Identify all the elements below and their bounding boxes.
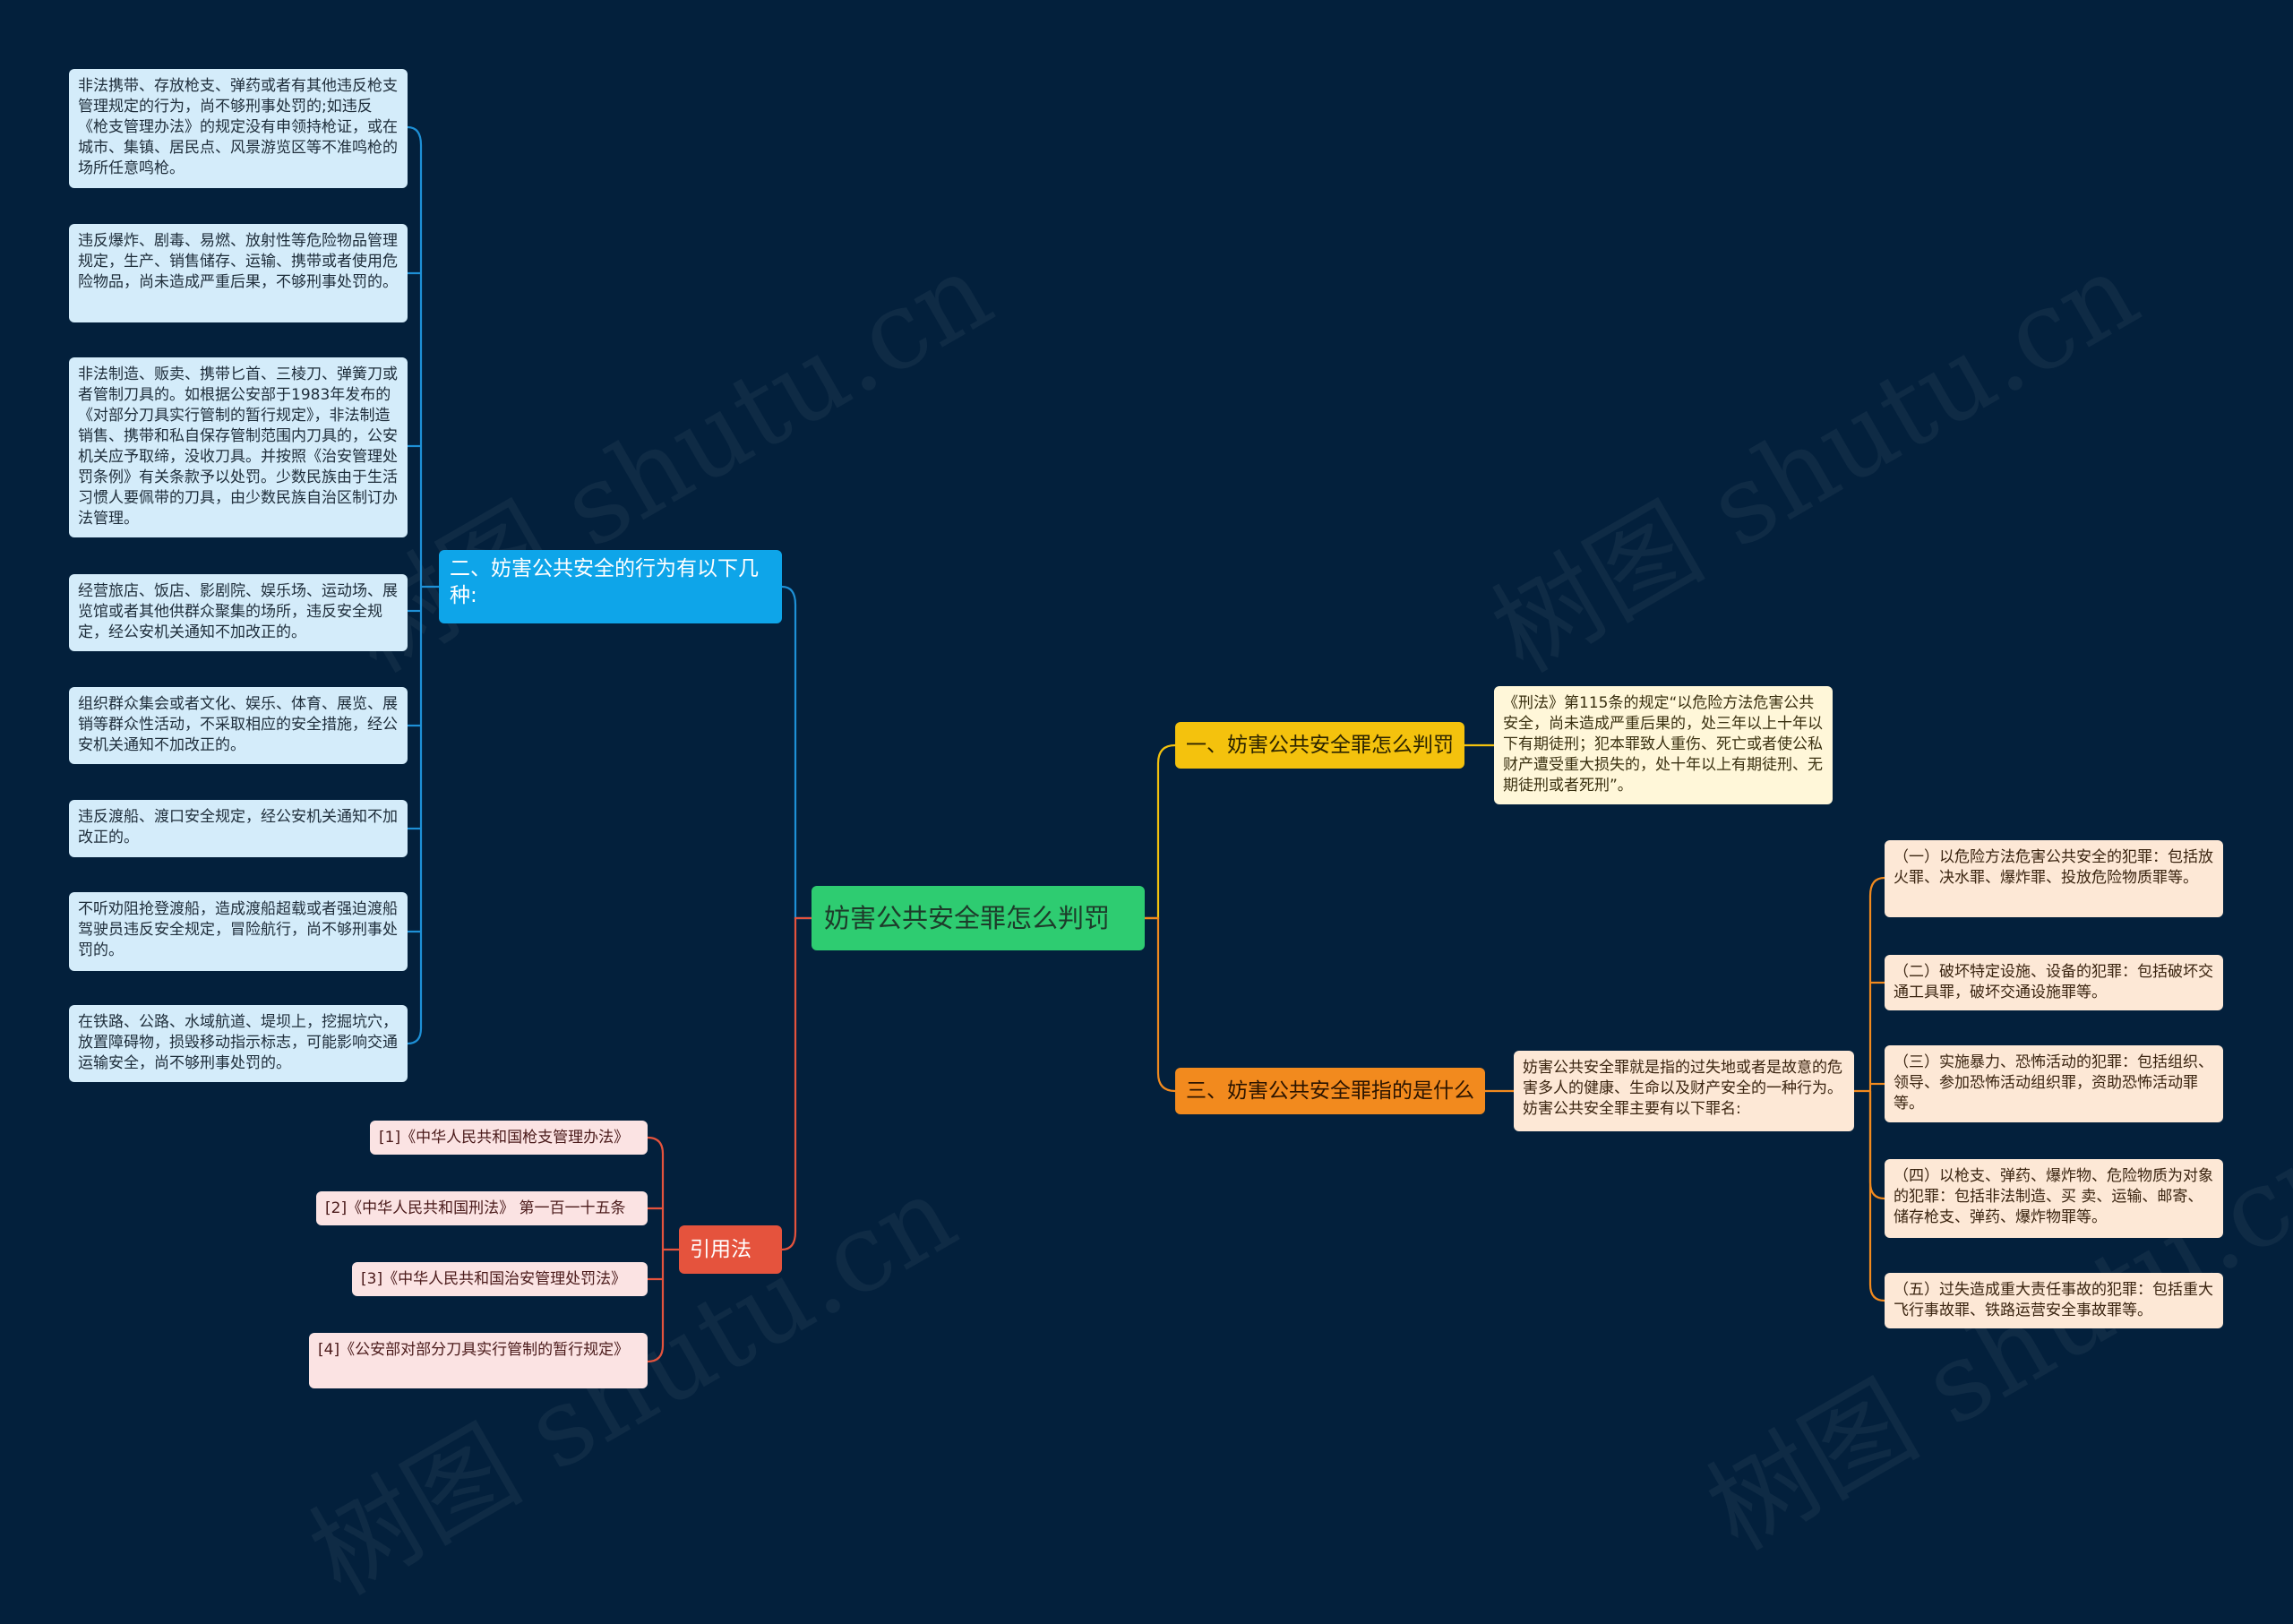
link-root-right1 [1145,743,1176,920]
leaf-crime-category-2[interactable]: （二）破坏特定设施、设备的犯罪：包括破坏交通工具罪，破坏交通设施罪等。 [1885,955,2223,1010]
leaf-penalty-text[interactable]: 《刑法》第115条的规定“以危险方法危害公共安全，尚未造成严重后果的，处三年以上… [1494,686,1833,804]
link-root-refs [781,916,812,1251]
leaf-behavior-7[interactable]: 不听劝阻抢登渡船，造成渡船超载或者强迫渡船驾驶员违反安全规定，冒险航行，尚不够刑… [69,892,408,971]
leaf-definition-summary[interactable]: 妨害公共安全罪就是指的过失地或者是故意的危害多人的健康、生命以及财产安全的一种行… [1514,1051,1854,1131]
leaf-behavior-8[interactable]: 在铁路、公路、水域航道、堤坝上，挖掘坑穴，放置障碍物，损毁移动指示标志，可能影响… [69,1005,408,1082]
leaf-behavior-1[interactable]: 非法携带、存放枪支、弹药或者有其他违反枪支管理规定的行为，尚不够刑事处罚的;如违… [69,69,408,188]
connector-lines [407,125,1885,1363]
reference-item-3[interactable]: [3]《中华人民共和国治安管理处罚法》 [352,1262,648,1296]
link-root-right3 [1145,916,1176,1093]
leaf-behavior-6[interactable]: 违反渡船、渡口安全规定，经公安机关通知不加改正的。 [69,800,408,857]
leaf-crime-category-4[interactable]: （四）以枪支、弹药、爆炸物、危险物质为对象的犯罪：包括非法制造、买 卖、运输、邮… [1885,1159,2223,1238]
branch-definition[interactable]: 三、妨害公共安全罪指的是什么 [1175,1068,1485,1114]
reference-item-2[interactable]: [2]《中华人民共和国刑法》 第一百一十五条 [316,1191,648,1225]
branch-penalty[interactable]: 一、妨害公共安全罪怎么判罚 [1175,722,1464,769]
leaf-crime-category-5[interactable]: （五）过失造成重大责任事故的犯罪：包括重大飞行事故罪、铁路运营安全事故罪等。 [1885,1273,2223,1328]
branch-behaviors[interactable]: 二、妨害公共安全的行为有以下几种: [439,550,782,623]
leaf-behavior-3[interactable]: 非法制造、贩卖、携带匕首、三棱刀、弹簧刀或者管制刀具的。如根据公安部于1983年… [69,357,408,537]
leaf-behavior-4[interactable]: 经营旅店、饭店、影剧院、娱乐场、运动场、展览馆或者其他供群众聚集的场所，违反安全… [69,574,408,651]
leaf-crime-category-1[interactable]: （一）以危险方法危害公共安全的犯罪：包括放火罪、决水罪、爆炸罪、投放危险物质罪等… [1885,840,2223,917]
link-root-left [781,585,812,920]
root-topic[interactable]: 妨害公共安全罪怎么判罚 [812,886,1145,950]
reference-item-1[interactable]: [1]《中华人民共和国枪支管理办法》 [370,1121,648,1155]
reference-item-4[interactable]: [4]《公安部对部分刀具实行管制的暂行规定》 [309,1333,648,1388]
leaf-behavior-5[interactable]: 组织群众集会或者文化、娱乐、体育、展览、展销等群众性活动，不采取相应的安全措施，… [69,687,408,764]
leaf-crime-category-3[interactable]: （三）实施暴力、恐怖活动的犯罪：包括组织、领导、参加恐怖活动组织罪，资助恐怖活动… [1885,1045,2223,1122]
leaf-behavior-2[interactable]: 违反爆炸、剧毒、易燃、放射性等危险物品管理规定，生产、销售储存、运输、携带或者使… [69,224,408,322]
branch-references[interactable]: 引用法条 [679,1225,782,1274]
